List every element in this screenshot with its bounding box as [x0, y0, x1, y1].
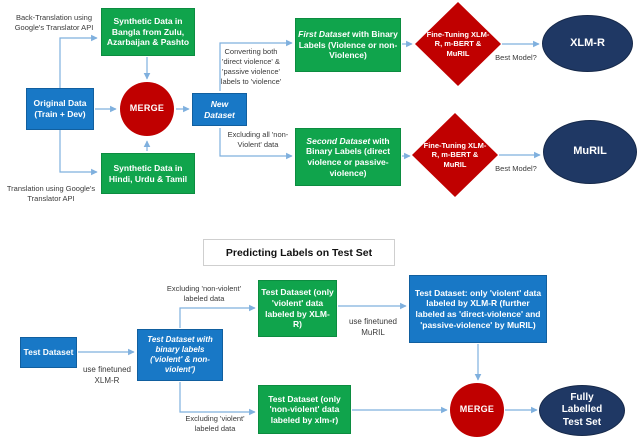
label-use-finetuned-xlmr: use finetuned XLM-R	[82, 365, 132, 385]
oval-muril: MuRIL	[543, 120, 637, 184]
label-best-model-2: Best Model?	[495, 164, 537, 173]
diamond-fine-tuning-2: Fine-Tuning XLM-R, m-BERT & MuRIL	[412, 113, 498, 197]
merge-node-test: MERGE	[450, 383, 504, 437]
box-first-dataset: First Dataset with Binary Labels (Violen…	[295, 18, 401, 72]
box-synthetic-bangla: Synthetic Data in Bangla from Zulu, Azar…	[101, 8, 195, 56]
box-original-data: Original Data (Train + Dev)	[26, 88, 94, 130]
label-translation: Translation using Google's Translator AP…	[6, 184, 96, 204]
label-excluding-violent: Excluding 'violent' labeled data	[185, 414, 245, 434]
box-second-dataset: Second Dataset with Binary Labels (direc…	[295, 128, 401, 186]
label-excluding-all-nonviolent: Excluding all 'non-Violent' data	[227, 130, 289, 150]
merge-node-train: MERGE	[120, 82, 174, 136]
box-test-binary-labels: Test Dataset with binary labels ('violen…	[137, 329, 223, 381]
arrow-binary-to-violent	[179, 304, 256, 328]
oval-fully-labelled: Fully Labelled Test Set	[539, 385, 625, 436]
label-use-finetuned-muril: use finetuned MuRIL	[348, 317, 398, 337]
box-test-dataset: Test Dataset	[20, 337, 77, 368]
label-back-translation: Back-Translation using Google's Translat…	[14, 13, 94, 33]
label-converting: Converting both 'direct violence' & 'pas…	[220, 47, 282, 87]
label-best-model-1: Best Model?	[495, 53, 537, 62]
oval-xlmr: XLM-R	[542, 15, 633, 72]
section-title: Predicting Labels on Test Set	[203, 239, 395, 266]
box-test-violent-further: Test Dataset: only 'violent' data labele…	[409, 275, 547, 343]
box-new-dataset: New Dataset	[192, 93, 247, 126]
box-test-nonviolent: Test Dataset (only 'non-violent' data la…	[258, 385, 351, 434]
diamond-fine-tuning-1: Fine-Tuning XLM-R, m-BERT & MuRIL	[415, 2, 501, 86]
label-excluding-nonviolent: Excluding 'non-violent' labeled data	[166, 284, 242, 304]
arrow-original-to-bangla	[59, 34, 98, 88]
box-test-violent: Test Dataset (only 'violent' data labele…	[258, 280, 337, 337]
arrow-original-to-hindi	[59, 130, 98, 176]
arrow-binary-to-nonviolent	[179, 382, 256, 416]
box-synthetic-hindi: Synthetic Data in Hindi, Urdu & Tamil	[101, 153, 195, 194]
